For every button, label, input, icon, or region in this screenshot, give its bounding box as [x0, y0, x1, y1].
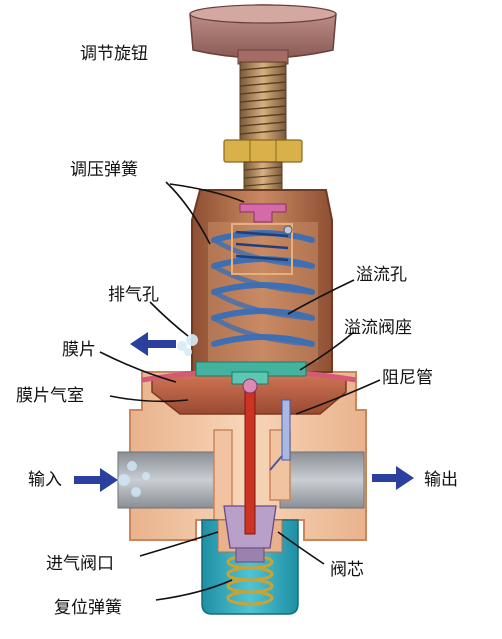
label-valve-core: 阀芯 [330, 560, 364, 580]
label-overflow-seat: 溢流阀座 [344, 318, 412, 338]
label-overflow-hole: 溢流孔 [356, 265, 407, 285]
knob-icon [189, 4, 337, 65]
label-diaphragm: 膜片 [62, 340, 96, 360]
label-diaphragm-chamber: 膜片气室 [16, 386, 84, 406]
spring-pin-icon [283, 225, 293, 235]
damping-tube-icon [269, 399, 291, 471]
inner-spring-icon [231, 223, 293, 275]
label-vent-hole: 排气孔 [108, 285, 159, 305]
vent-arrow-icon [130, 332, 176, 356]
lock-nut-icon [223, 139, 303, 193]
label-return-spring: 复位弹簧 [54, 598, 122, 618]
adjust-screw-icon [239, 61, 287, 143]
valve-stem-icon [242, 378, 258, 535]
label-damping-tube: 阻尼管 [382, 368, 433, 388]
label-adjust-spring: 调压弹簧 [70, 160, 138, 180]
label-input: 输入 [28, 470, 62, 490]
label-output: 输出 [424, 470, 458, 490]
input-arrow-icon [74, 468, 118, 492]
vent-puff-icon [177, 334, 198, 356]
output-arrow-icon [372, 466, 414, 490]
label-inlet-port: 进气阀口 [46, 554, 114, 574]
return-spring-icon [226, 554, 274, 606]
label-knob: 调节旋钮 [80, 44, 148, 64]
leader-lines [99, 181, 381, 601]
